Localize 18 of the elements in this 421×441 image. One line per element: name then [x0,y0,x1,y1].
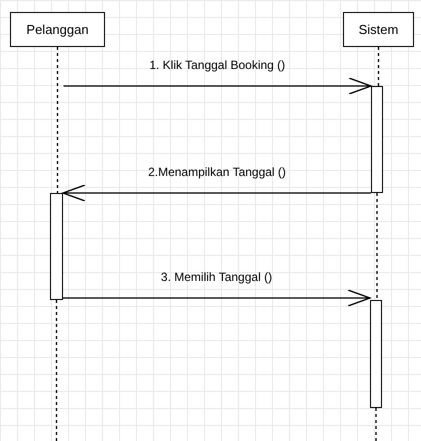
message-arrow [63,289,371,307]
lifeline [376,193,378,300]
participant-name: Sistem [358,22,398,37]
lifeline [378,47,380,86]
message-arrow [62,184,371,202]
activation-bar [371,86,383,193]
message-label: 3. Memilih Tanggal () [160,270,272,284]
lifeline [56,300,58,441]
activation-bar [370,300,382,408]
lifeline [56,47,58,193]
message-label: 2.Menampilkan Tanggal () [148,165,286,179]
activation-bar [50,193,63,300]
lifeline [375,408,377,441]
message-label: 1. Klik Tanggal Booking () [149,58,286,72]
participant-box [343,12,414,47]
participant-box [10,12,105,47]
participant-name: Pelanggan [26,22,89,37]
message-arrow [64,77,372,95]
